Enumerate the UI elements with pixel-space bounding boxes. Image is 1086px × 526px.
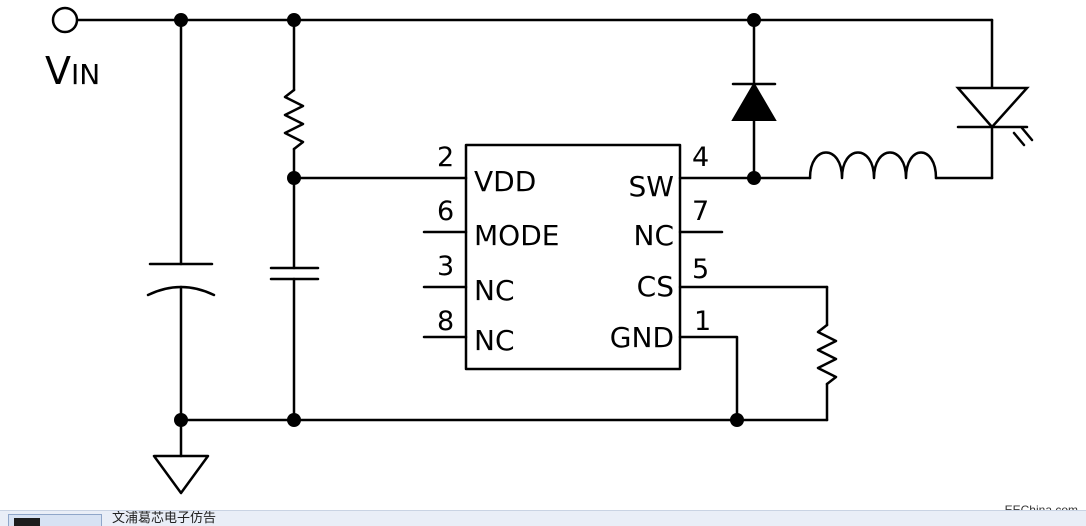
led — [955, 86, 1030, 129]
junction-dot — [747, 171, 761, 185]
pin-number-5: 5 — [692, 254, 709, 285]
pin-name-mode: MODE — [474, 219, 559, 252]
junction-dot — [174, 13, 188, 27]
bar-button[interactable] — [8, 514, 102, 526]
pin-name-gnd: GND — [610, 321, 674, 354]
pin-number-8: 8 — [437, 306, 454, 337]
pin-number-6: 6 — [437, 196, 454, 227]
pin-number-7: 7 — [692, 196, 709, 227]
pin-name-nc-8: NC — [474, 324, 515, 357]
pin-name-nc-7: NC — [634, 219, 675, 252]
pin-name-cs: CS — [637, 270, 674, 303]
pin-number-4: 4 — [692, 142, 709, 173]
freewheel-diode — [731, 82, 777, 121]
bar-text: 文浦葛芯电子仿告 — [112, 511, 217, 526]
bottom-bar: 文浦葛芯电子仿告 — [0, 510, 1086, 526]
led-emission-arrow-1 — [1012, 131, 1026, 147]
junction-dot — [287, 413, 301, 427]
pin-number-3: 3 — [437, 251, 454, 282]
gnd-pin-wire — [678, 335, 739, 422]
pin-name-sw: SW — [629, 170, 674, 203]
pin-name-vdd: VDD — [474, 165, 536, 198]
current-sense-resistor — [816, 323, 838, 386]
pin-name-nc-3: NC — [474, 274, 515, 307]
junction-dot — [730, 413, 744, 427]
led-emission-arrow-2 — [1020, 126, 1034, 142]
junction-dot — [747, 13, 761, 27]
bias-resistor — [283, 88, 305, 151]
junction-dot — [287, 171, 301, 185]
pin-number-2: 2 — [437, 142, 454, 173]
vin-label: VIN — [45, 49, 100, 93]
vin-terminal — [51, 6, 79, 34]
pin-number-1: 1 — [694, 306, 711, 337]
inductor — [808, 151, 938, 180]
junction-dot — [174, 413, 188, 427]
ground-symbol — [152, 454, 210, 495]
junction-dot — [287, 13, 301, 27]
ic-body — [464, 143, 682, 371]
bar-button-icon — [14, 518, 40, 526]
